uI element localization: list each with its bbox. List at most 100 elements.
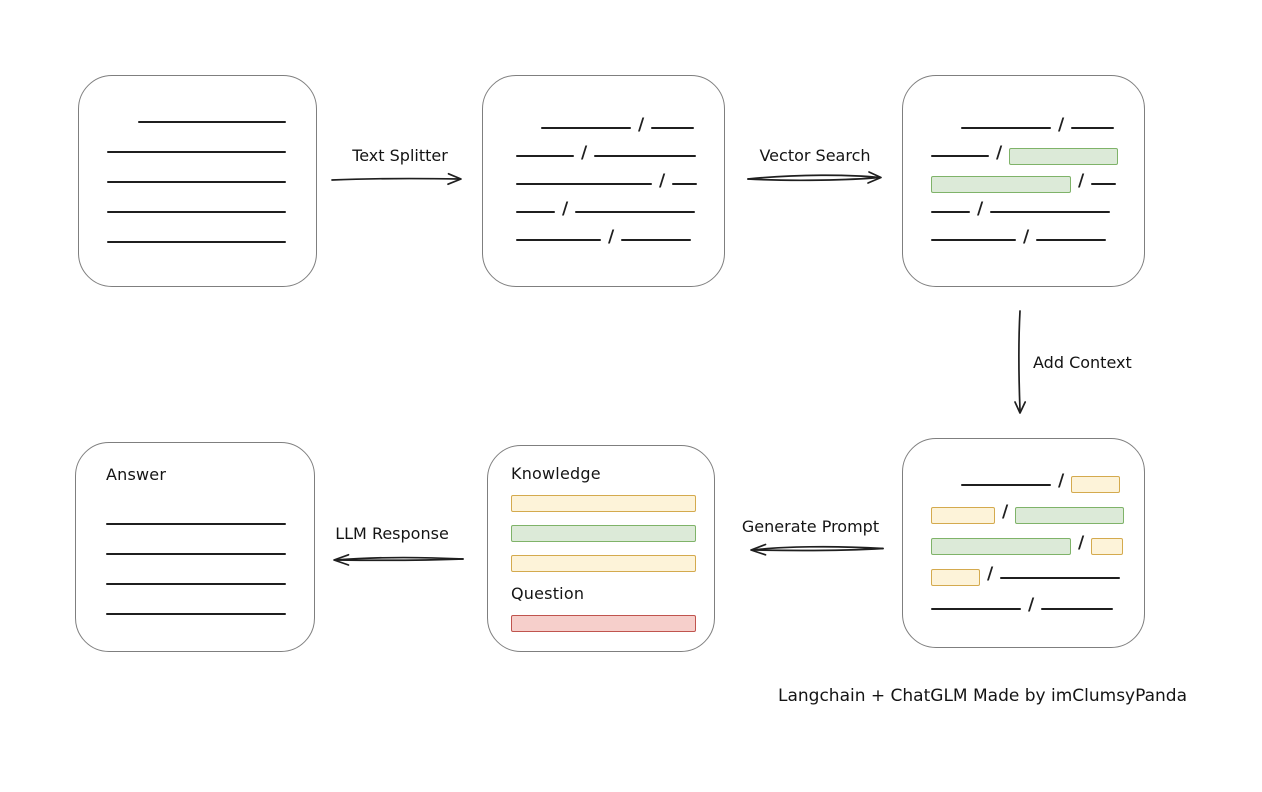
yellow-highlight: [511, 494, 696, 512]
slash-mark: /: [659, 170, 666, 191]
slash-mark: /: [977, 198, 984, 219]
yellow-highlight: [511, 554, 696, 572]
box-row: /: [516, 170, 724, 198]
add-context-label: Add Context: [1033, 353, 1132, 372]
slash-mark: /: [1058, 114, 1065, 135]
box-row: Knowledge: [511, 458, 714, 488]
text-line: [107, 151, 286, 153]
text-line: [516, 183, 652, 185]
text-line: [931, 211, 970, 213]
box-row: /: [516, 114, 724, 142]
box-row: /: [931, 562, 1144, 593]
box-row: [107, 227, 316, 257]
generate-prompt-arrow: [750, 543, 884, 556]
text-line: [106, 583, 286, 585]
box-row: [511, 488, 714, 518]
box-row: [106, 569, 314, 599]
text-line: [516, 211, 555, 213]
slash-mark: /: [581, 142, 588, 163]
text-line: [1071, 127, 1115, 129]
box-row: /: [931, 198, 1144, 226]
text-line: [931, 155, 989, 157]
text-line: [672, 183, 698, 185]
answer-node: Answer: [75, 442, 315, 652]
text-line: [621, 239, 692, 241]
llm-response-arrow: [333, 553, 464, 566]
context-chunks-node: /////: [902, 438, 1145, 648]
green-highlight: [1009, 147, 1119, 165]
box-row: [107, 167, 316, 197]
section-label: Answer: [106, 465, 167, 484]
llm-response-label: LLM Response: [335, 524, 449, 543]
text-line: [106, 523, 286, 525]
text-splitter-label: Text Splitter: [352, 146, 448, 165]
slash-mark: /: [1028, 595, 1035, 615]
box-row: /: [931, 531, 1144, 562]
text-line: [1091, 183, 1117, 185]
yellow-highlight: [1091, 538, 1124, 555]
text-line: [516, 239, 601, 241]
text-line: [990, 211, 1111, 213]
box-row: [106, 509, 314, 539]
box-row: Answer: [106, 461, 314, 509]
section-label: Knowledge: [511, 463, 601, 483]
text-splitter-arrow: [331, 172, 462, 186]
text-line: [931, 607, 1021, 610]
text-line: [1041, 607, 1114, 610]
slash-mark: /: [1078, 533, 1085, 553]
slash-mark: /: [562, 198, 569, 219]
text-line: [107, 211, 286, 213]
box-row: [511, 518, 714, 548]
yellow-highlight: [931, 507, 995, 524]
box-row: /: [516, 198, 724, 226]
slash-mark: /: [1078, 170, 1085, 191]
box-row: [106, 539, 314, 569]
add-context-arrow: [1014, 310, 1027, 414]
box-row: [107, 107, 316, 137]
box-row: /: [931, 469, 1144, 500]
slash-mark: /: [1058, 471, 1065, 491]
text-line: [541, 127, 631, 129]
box-row: /: [931, 593, 1144, 624]
generate-prompt-label: Generate Prompt: [741, 517, 880, 536]
red-highlight: [511, 614, 696, 632]
box-row: /: [931, 226, 1144, 254]
yellow-highlight: [931, 569, 980, 586]
box-row: /: [931, 170, 1144, 198]
box-row: Question: [511, 578, 714, 608]
box-row: [106, 599, 314, 629]
text-line: [961, 483, 1051, 486]
green-highlight: [931, 175, 1071, 193]
box-row: [511, 608, 714, 638]
slash-mark: /: [608, 226, 615, 247]
text-line: [961, 127, 1051, 129]
text-line: [516, 155, 574, 157]
credit-text: Langchain + ChatGLM Made by imClumsyPand…: [778, 686, 1187, 706]
text-line: [107, 181, 286, 183]
box-row: /: [931, 114, 1144, 142]
box-row: /: [931, 142, 1144, 170]
text-line: [594, 155, 697, 157]
box-row: [107, 197, 316, 227]
source-document-node: [78, 75, 317, 287]
text-line: [106, 553, 286, 555]
text-line: [106, 613, 286, 615]
section-label: Question: [511, 583, 585, 603]
text-line: [138, 121, 286, 123]
vector-matched-node: / / / / /: [902, 75, 1145, 287]
slash-mark: /: [638, 114, 645, 135]
text-line: [107, 241, 286, 243]
box-row: /: [516, 226, 724, 254]
box-row: /: [931, 500, 1144, 531]
vector-search-label: Vector Search: [759, 146, 871, 165]
split-text-node: / / / / /: [482, 75, 725, 287]
box-row: [107, 137, 316, 167]
text-line: [575, 211, 696, 213]
slash-mark: /: [1002, 502, 1009, 522]
slash-mark: /: [996, 142, 1003, 163]
text-line: [1036, 239, 1107, 241]
green-highlight: [511, 524, 696, 542]
box-row: [511, 548, 714, 578]
